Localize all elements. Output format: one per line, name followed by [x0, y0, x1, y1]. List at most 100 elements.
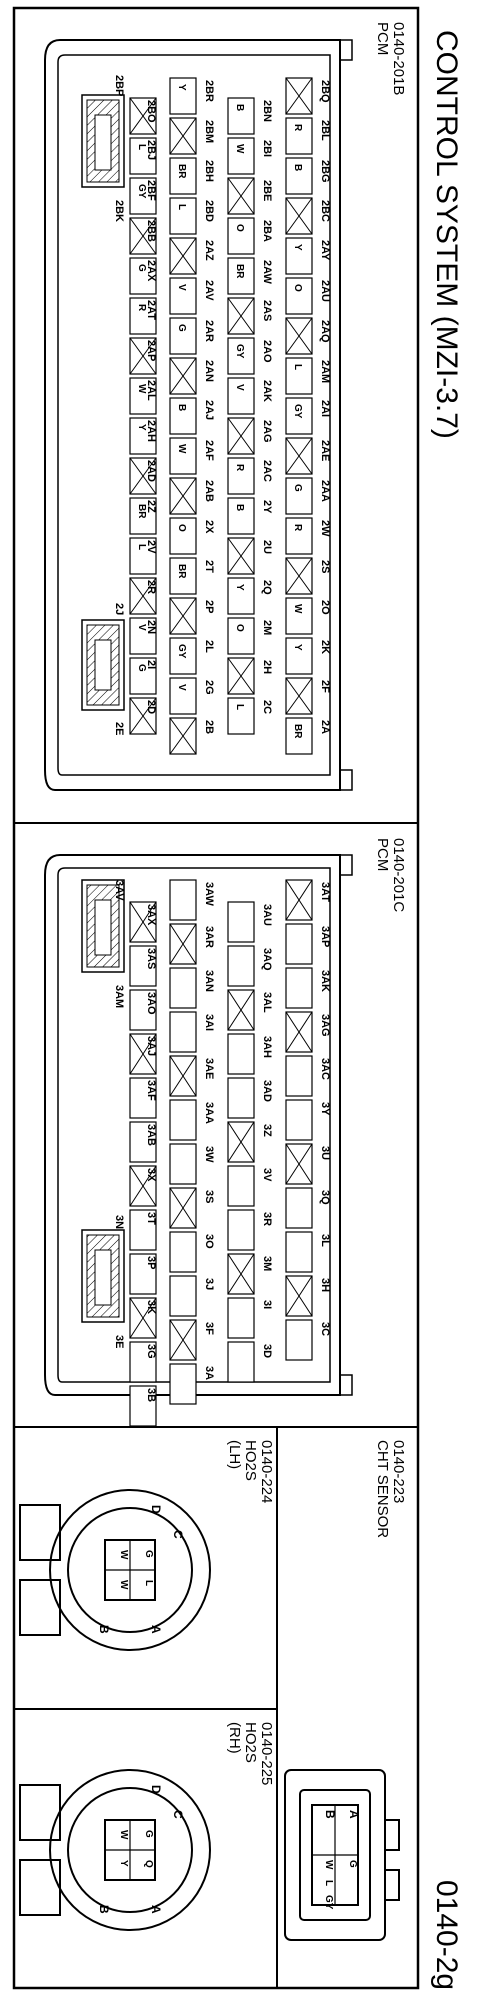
- pin-cell: [285, 517, 313, 555]
- pin-label: 3AA: [203, 1102, 215, 1124]
- pin-label: 2AG: [261, 420, 273, 443]
- wire-color-label: L: [136, 144, 147, 150]
- pin-label: 2U: [261, 540, 273, 554]
- pin-label: 2AE: [319, 440, 331, 461]
- pin-cell: [227, 1297, 255, 1339]
- c225-wire-2: Q: [143, 1860, 154, 1868]
- wire-color-label: R: [292, 124, 303, 132]
- connector-201c-body: [44, 854, 353, 1396]
- pin-cell: [227, 337, 255, 375]
- pin-cell: [129, 497, 157, 535]
- pin-label: 3B: [145, 1388, 157, 1402]
- pin-cell: [129, 297, 157, 335]
- c225-pin-d: D: [149, 1785, 163, 1794]
- empty-cavity-mark: [169, 1055, 197, 1097]
- pin-label: 2AH: [145, 420, 157, 442]
- pin-label: 2V: [145, 540, 157, 554]
- pin-cell: [169, 157, 197, 195]
- pin-cell: [285, 477, 313, 515]
- wire-color-label: L: [136, 544, 147, 550]
- empty-cavity-mark: [285, 1011, 313, 1053]
- pin-label: 2BD: [203, 200, 215, 222]
- c225-code: 0140-225: [258, 1722, 275, 1785]
- empty-cavity-mark: [169, 597, 197, 635]
- c224-wire-2: L: [143, 1580, 154, 1586]
- pin-label: 2AJ: [203, 400, 215, 420]
- pin-cell: [285, 637, 313, 675]
- wire-color-label: G: [292, 484, 303, 492]
- wire-color-label: B: [234, 504, 245, 511]
- pin-label: 2BA: [261, 220, 273, 242]
- pin-cell: [129, 257, 157, 295]
- pin-cell: [227, 1341, 255, 1383]
- pin-label: 3V: [261, 1168, 273, 1182]
- pin-cell: [129, 1253, 157, 1295]
- page-title: CONTROL SYSTEM (MZI-3.7): [430, 30, 463, 439]
- wire-color-label: V: [176, 684, 187, 691]
- pin-label: 3Z: [261, 1124, 273, 1137]
- empty-cavity-mark: [285, 77, 313, 115]
- pin-label: 2A: [319, 720, 331, 734]
- pin-label: 2AY: [319, 240, 331, 261]
- pin-label: 2BI: [261, 140, 273, 157]
- pin-cell: [285, 1187, 313, 1229]
- pin-label: 2D: [145, 700, 157, 714]
- pin-label: 2AC: [261, 460, 273, 482]
- pin-cell: [169, 517, 197, 555]
- pin-label: 2G: [203, 680, 215, 695]
- pin-cell: [129, 417, 157, 455]
- wire-color-label: O: [292, 284, 303, 292]
- pin-label: 3AN: [203, 970, 215, 992]
- wire-color-label: BR: [292, 724, 303, 739]
- pin-cell: [227, 257, 255, 295]
- pin-cell: [227, 217, 255, 255]
- c225-wire-4: Y: [118, 1860, 129, 1867]
- pin-label: 2AV: [203, 280, 215, 301]
- pin-label: 3W: [203, 1146, 215, 1163]
- empty-cavity-mark: [129, 457, 157, 495]
- c201b-sub-bot-label: 2BK: [113, 200, 125, 222]
- wire-color-label: O: [234, 624, 245, 632]
- c225-wire-3: W: [118, 1830, 129, 1840]
- pin-cell: [227, 1209, 255, 1251]
- pin-label: 3AK: [319, 970, 331, 992]
- pin-label: 2P: [203, 600, 215, 613]
- empty-cavity-mark: [227, 177, 255, 215]
- pin-cell: [129, 177, 157, 215]
- pin-cell: [285, 1231, 313, 1273]
- pin-cell: [285, 1099, 313, 1141]
- pin-label: 2B: [203, 720, 215, 734]
- pin-cell: [169, 677, 197, 715]
- c201c-sub2-top-label: 3N: [113, 1215, 125, 1229]
- pin-label: 2BH: [203, 160, 215, 182]
- wire-color-label: G: [136, 664, 147, 672]
- pin-label: 3AB: [145, 1124, 157, 1146]
- pin-cell: [227, 617, 255, 655]
- empty-cavity-mark: [129, 1033, 157, 1075]
- pin-label: 2BC: [319, 200, 331, 222]
- pin-cell: [285, 157, 313, 195]
- c201c-code: 0140-201C: [390, 838, 407, 912]
- empty-cavity-mark: [169, 923, 197, 965]
- pin-label: 2AO: [261, 340, 273, 363]
- pin-label: 2AR: [203, 320, 215, 342]
- empty-cavity-mark: [285, 437, 313, 475]
- pin-label: 3Y: [319, 1102, 331, 1116]
- wire-color-label: R: [292, 524, 303, 532]
- wire-color-label: Y: [176, 84, 187, 91]
- pin-label: 2F: [319, 680, 331, 693]
- pin-cell: [129, 137, 157, 175]
- wire-color-label: L: [176, 204, 187, 210]
- pin-label: 3AW: [203, 882, 215, 906]
- empty-cavity-mark: [129, 1165, 157, 1207]
- pin-label: 2AU: [319, 280, 331, 302]
- wire-color-label: R: [136, 304, 147, 312]
- c225-side: (RH): [226, 1722, 243, 1754]
- pin-cell: [129, 617, 157, 655]
- pin-label: 3J: [203, 1278, 215, 1290]
- pin-cell: [227, 137, 255, 175]
- c201b-code: 0140-201B: [390, 22, 407, 95]
- empty-cavity-mark: [129, 217, 157, 255]
- pin-cell: [129, 1385, 157, 1427]
- c224-wire-4: W: [118, 1580, 129, 1590]
